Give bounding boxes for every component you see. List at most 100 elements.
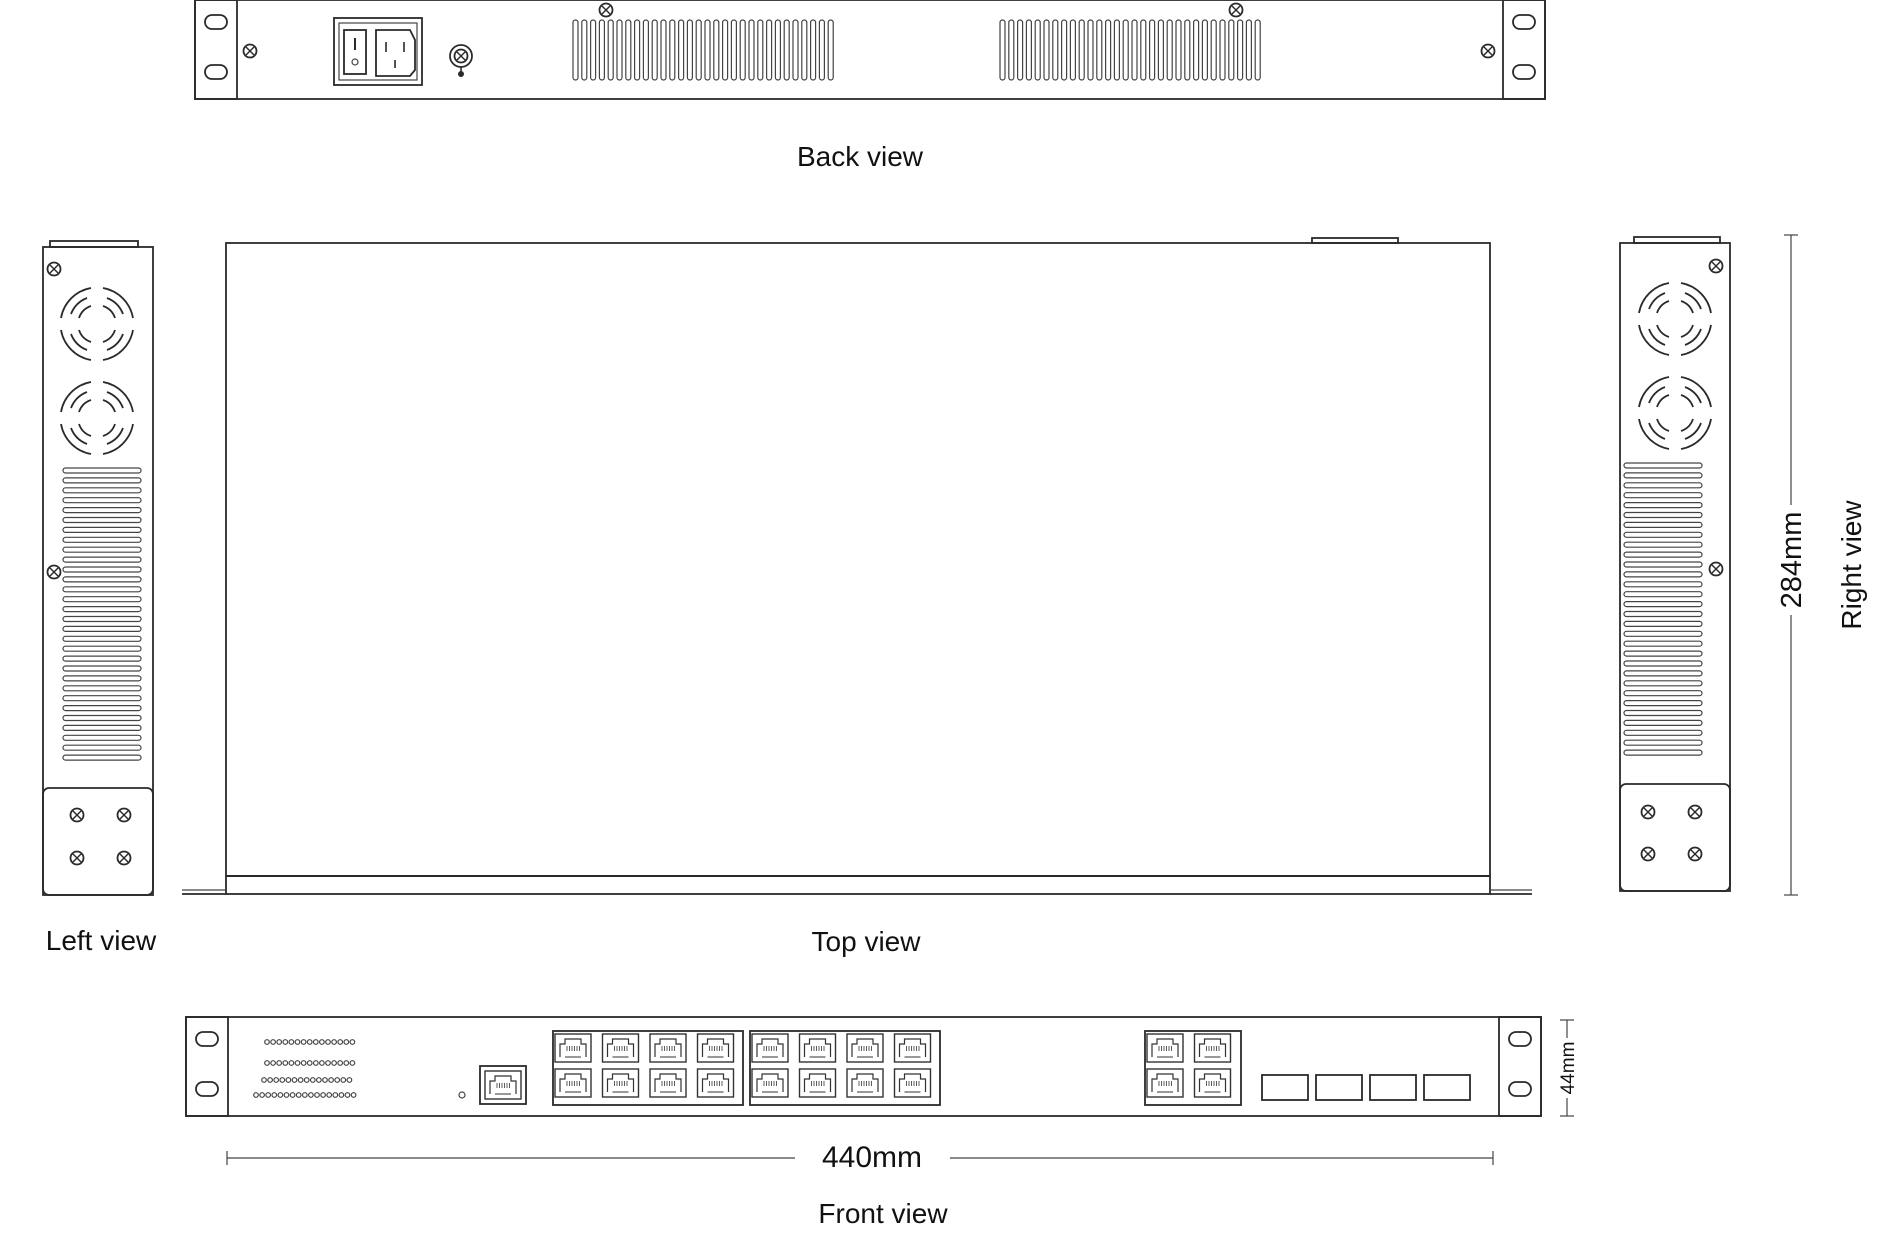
vent-slot: [62, 507, 142, 514]
vent-slot: [1131, 19, 1138, 81]
sfp-slot: [1261, 1074, 1309, 1101]
rj45-port: [696, 1068, 735, 1098]
vent-hole: [276, 1039, 283, 1045]
vent-hole: [326, 1092, 333, 1098]
vent-slot: [62, 665, 142, 672]
vent-slot: [62, 566, 142, 573]
console-port: [479, 1065, 527, 1105]
vent-hole: [343, 1039, 350, 1045]
vent-hole: [325, 1060, 331, 1066]
vent-hole: [349, 1060, 356, 1066]
vent-slot: [607, 19, 614, 81]
front-view: 44mm 440mm Front view: [185, 1016, 1579, 1229]
vent-slot: [757, 19, 764, 81]
vent-slot: [589, 19, 597, 81]
vent-hole: [259, 1092, 266, 1098]
uplink-port-group: [1144, 1030, 1242, 1106]
vent-slot: [1228, 19, 1235, 81]
right-fan-2: [1638, 376, 1712, 450]
vent-slot: [62, 744, 142, 751]
vent-slot: [1008, 19, 1015, 81]
vent-slot: [730, 19, 738, 81]
power-inlet-module: [333, 17, 423, 86]
vent-hole: [261, 1077, 267, 1083]
rj45-port: [1193, 1068, 1232, 1098]
vent-hole: [294, 1060, 301, 1066]
rj45-port: [649, 1068, 687, 1098]
vent-hole: [308, 1092, 314, 1098]
vent-hole: [331, 1039, 338, 1045]
vent-slot: [721, 19, 729, 81]
vent-hole: [325, 1039, 331, 1045]
vent-slot: [1113, 19, 1121, 81]
vent-slot: [1623, 600, 1703, 608]
vent-slot: [1623, 610, 1703, 618]
depth-dimension-text: 284mm: [1776, 512, 1808, 609]
vent-hole: [294, 1039, 301, 1045]
front-left-rack-ear: [185, 1016, 229, 1117]
vent-slot: [1052, 19, 1059, 81]
vent-slot: [765, 19, 773, 81]
vent-slot: [62, 734, 142, 741]
vent-slot: [669, 19, 676, 81]
vent-slot: [1245, 19, 1253, 81]
rj45-port: [751, 1033, 789, 1063]
vent-slot: [677, 19, 685, 81]
vent-slot: [1623, 620, 1703, 628]
vent-hole: [331, 1060, 338, 1066]
vent-hole: [264, 1039, 270, 1045]
vent-hole: [264, 1060, 270, 1066]
vent-hole: [316, 1077, 322, 1083]
sfp-slot: [1315, 1074, 1363, 1101]
vent-slot: [1623, 640, 1703, 647]
vent-hole: [300, 1039, 307, 1045]
vent-slot: [1060, 19, 1068, 81]
vent-slot: [827, 19, 834, 81]
vent-hole: [270, 1060, 277, 1066]
vent-hole: [271, 1092, 278, 1098]
vent-slot: [62, 704, 142, 712]
right-view-label: Right view: [1836, 500, 1867, 630]
vent-slot: [62, 655, 142, 662]
vent-hole: [334, 1077, 341, 1083]
vent-hole: [289, 1092, 296, 1098]
vent-hole: [291, 1077, 298, 1083]
vent-slot: [1623, 670, 1703, 677]
vent-hole: [300, 1060, 307, 1066]
vent-slot: [1623, 680, 1703, 687]
depth-dimension: 284mm: [1776, 234, 1808, 896]
rj45-port: [649, 1033, 687, 1063]
vent-hole: [312, 1060, 319, 1066]
vent-slot: [62, 754, 142, 761]
vent-slot: [62, 556, 142, 563]
vent-slot: [999, 19, 1006, 81]
vent-slot: [748, 19, 755, 81]
vent-slot: [62, 714, 142, 722]
height-dimension-text: 44mm: [1558, 1042, 1579, 1095]
vent-slot: [774, 19, 782, 81]
vent-slot: [1104, 19, 1112, 81]
vent-hole: [312, 1039, 319, 1045]
vent-slot: [1175, 19, 1182, 81]
vent-slot: [1219, 19, 1226, 81]
vent-slot: [1043, 19, 1050, 81]
vent-slot: [1623, 690, 1703, 697]
left-fan-2: [60, 381, 134, 455]
vent-slot: [62, 516, 142, 524]
port-group-1-8: [552, 1030, 744, 1106]
back-right-rack-ear: [1502, 0, 1546, 100]
vent-hole: [306, 1060, 313, 1066]
vent-hole: [279, 1077, 286, 1083]
right-side-vent: [1623, 462, 1703, 756]
vent-slot: [1254, 19, 1261, 81]
back-view: Back view: [194, 0, 1546, 172]
back-vent-right: [999, 19, 1261, 81]
rj45-port: [1193, 1033, 1232, 1063]
console-rj45-icon: [484, 1070, 522, 1100]
width-dimension: 440mm: [226, 1141, 1494, 1174]
vent-slot: [1623, 709, 1703, 717]
vent-slot: [625, 19, 632, 81]
vent-slot: [1623, 719, 1703, 727]
left-view-panel: [42, 246, 154, 896]
vent-hole: [344, 1092, 351, 1098]
